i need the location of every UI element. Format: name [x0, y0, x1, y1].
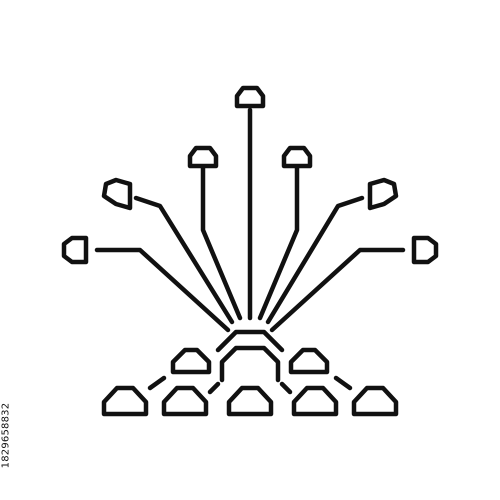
- fiber-tip-left-mid: [101, 177, 133, 211]
- fiber-line-right-outer: [269, 247, 406, 333]
- fiber-tip-right-mid: [367, 177, 399, 211]
- network-node-upper-left: [170, 347, 212, 375]
- fiber-tip-left-outer: [61, 235, 89, 265]
- stock-id-label: 1829658832: [0, 385, 14, 485]
- fiber-tips: [61, 85, 439, 265]
- fiber-line-right-inner: [257, 165, 300, 321]
- network-node-bottom-5: [351, 385, 399, 417]
- node-dash-right: [333, 375, 353, 391]
- network-node-upper-right: [288, 347, 330, 375]
- network-node-bottom-2: [161, 385, 209, 417]
- fiber-line-left-mid: [133, 195, 235, 325]
- stock-id-text: 1829658832: [0, 402, 12, 468]
- network-node-bottom-4: [291, 385, 339, 417]
- node-dash-center-left: [207, 381, 221, 395]
- node-dash-left: [147, 375, 167, 391]
- node-dashes: [147, 375, 353, 395]
- fiber-tip-top: [234, 85, 266, 109]
- fiber-tip-right-outer: [411, 235, 439, 265]
- fiber-line-right-mid: [265, 195, 365, 325]
- fiber-tip-right-inner: [281, 145, 313, 169]
- fiber-lines: [94, 107, 406, 333]
- connector-arch-inner: [219, 345, 281, 383]
- fiber-tip-left-inner: [187, 145, 219, 169]
- network-nodes: [101, 347, 399, 417]
- connector-arch: [215, 329, 285, 383]
- network-node-bottom-1: [101, 385, 149, 417]
- connector-arch-outer: [215, 329, 285, 353]
- node-dash-center-right: [279, 381, 293, 395]
- fiber-line-left-outer: [94, 247, 231, 333]
- fiber-line-left-inner: [200, 165, 243, 321]
- network-node-bottom-3: [226, 385, 274, 417]
